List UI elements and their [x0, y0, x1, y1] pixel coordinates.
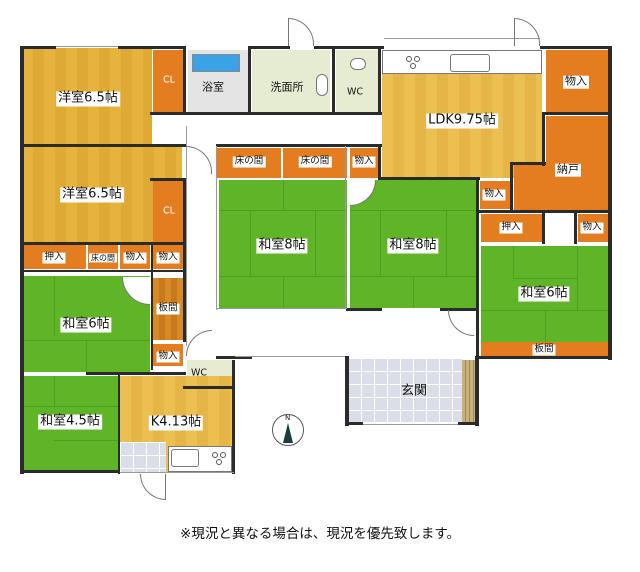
door-swing-hall: [186, 146, 212, 174]
closet-2-label: CL: [163, 205, 175, 217]
closet-1-label: CL: [163, 74, 175, 86]
storage-northeast-label: 物入: [563, 74, 589, 89]
japanese-room-4-5-label: 和室4.5帖: [38, 413, 102, 430]
itama-west-label: 板間: [156, 302, 180, 315]
storage-west-2-label: 物入: [156, 251, 180, 264]
wc-main-label: WC: [346, 86, 364, 98]
storage-ldk-label: 物入: [482, 188, 506, 201]
western-room-2-label: 洋室6.5帖: [60, 186, 124, 203]
washroom-label: 洗面所: [270, 80, 304, 94]
ldk-label: LDK9.75帖: [426, 112, 498, 129]
tokonoma-1-label: 床の間: [232, 155, 266, 168]
stove-burner-icon: [220, 452, 226, 458]
bathtub-icon: [192, 54, 240, 72]
washbasin-icon: [316, 74, 328, 96]
closet-1: [153, 50, 183, 112]
kitchen-tile-floor: [120, 442, 166, 472]
nando-extension: [514, 164, 548, 210]
japanese-room-8-left-label: 和室8帖: [256, 237, 308, 254]
japanese-room-6-west-label: 和室6帖: [60, 316, 112, 333]
tokonoma-west-label: 床の間: [89, 253, 117, 263]
door-swing-entry-north: [288, 18, 314, 46]
stove-burner-icon: [410, 63, 416, 69]
storage-east-label: 物入: [580, 221, 604, 234]
compass-icon: N: [272, 414, 304, 446]
japanese-room-8-right-label: 和室8帖: [387, 237, 439, 254]
stove-burner-icon: [414, 56, 420, 62]
storage-west-3-label: 物入: [156, 350, 180, 363]
tokonoma-2-label: 床の間: [298, 155, 332, 168]
stove-burner-icon: [216, 459, 222, 465]
closet-2: [153, 180, 183, 242]
door-swing-hall-2: [186, 330, 212, 356]
entrance-step: [462, 360, 476, 422]
oshiire-east-label: 押入: [499, 221, 523, 234]
toilet-icon: [350, 58, 366, 70]
nando: [546, 116, 608, 210]
wc-small-label: WC: [190, 367, 208, 379]
storage-center-label: 物入: [352, 155, 376, 168]
kitchen-label: K4.13帖: [148, 414, 204, 431]
stove-burner-icon: [406, 56, 412, 62]
nando-label: 納戸: [555, 162, 581, 177]
door-swing-room8: [448, 310, 474, 336]
oshiire-west-label: 押入: [42, 251, 66, 264]
ldk-sink: [450, 54, 490, 72]
compass-north-label: N: [285, 414, 291, 422]
kitchen-sink: [171, 449, 199, 467]
door-swing-kitchen: [140, 474, 166, 500]
footer-note: ※現況と異なる場合は、現況を優先致します。: [180, 526, 460, 542]
bathroom-label: 浴室: [202, 80, 224, 94]
door-swing-ldk: [514, 18, 540, 46]
stove-burner-icon: [212, 452, 218, 458]
western-room-1-label: 洋室6.5帖: [56, 90, 120, 107]
japanese-room-6-east-label: 和室6帖: [518, 285, 570, 302]
itama-east-label: 板間: [532, 343, 556, 356]
entrance: [348, 358, 462, 422]
north-arrow-icon: [283, 423, 293, 443]
entrance-label: 玄関: [400, 383, 428, 399]
storage-west-1-label: 物入: [123, 251, 147, 264]
